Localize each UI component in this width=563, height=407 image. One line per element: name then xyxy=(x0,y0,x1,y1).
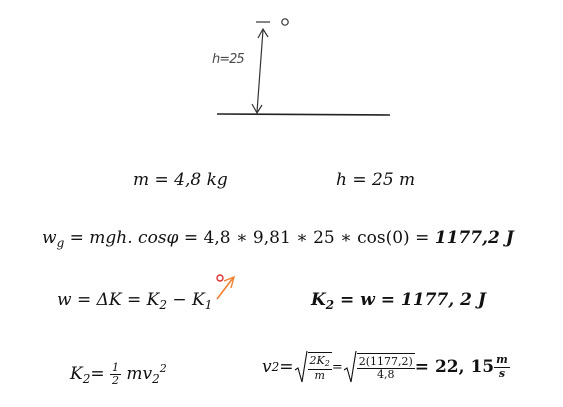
work-gravity-equation: wg = mgh. cosφ = 4,8 ∗ 9,81 ∗ 25 ∗ cos(0… xyxy=(42,228,514,250)
annotation-arrow xyxy=(216,277,234,300)
annotation-circle xyxy=(216,274,224,282)
height-value: h = 25 xyxy=(336,170,400,190)
radical-sign xyxy=(294,350,308,383)
sqrt-numeric: 2(1177,2)4,8 xyxy=(343,350,415,384)
mass-unit: kg xyxy=(206,170,228,190)
ball-circle xyxy=(281,18,289,26)
radical-sign xyxy=(343,350,357,383)
work-energy-theorem: w = ΔK = K2 − K1 xyxy=(57,290,213,312)
ground-line xyxy=(216,113,391,116)
arrow-head-bottom xyxy=(251,103,263,115)
annotation-arrow-head xyxy=(223,275,236,289)
height-label: h=25 xyxy=(212,52,245,67)
work-result: 1177,2 J xyxy=(434,228,514,248)
arrow-head-top xyxy=(257,27,269,39)
mass-value: m = 4,8 xyxy=(133,170,207,190)
k2-result-equation: K2 = w = 1177, 2 J xyxy=(311,290,486,312)
height-unit: m xyxy=(399,170,416,190)
height-equation: h = 25 m xyxy=(336,172,415,189)
mass-equation: m = 4,8 kg xyxy=(133,172,228,189)
height-arrow xyxy=(256,29,264,113)
velocity-result: = 22, 15 xyxy=(414,356,495,377)
